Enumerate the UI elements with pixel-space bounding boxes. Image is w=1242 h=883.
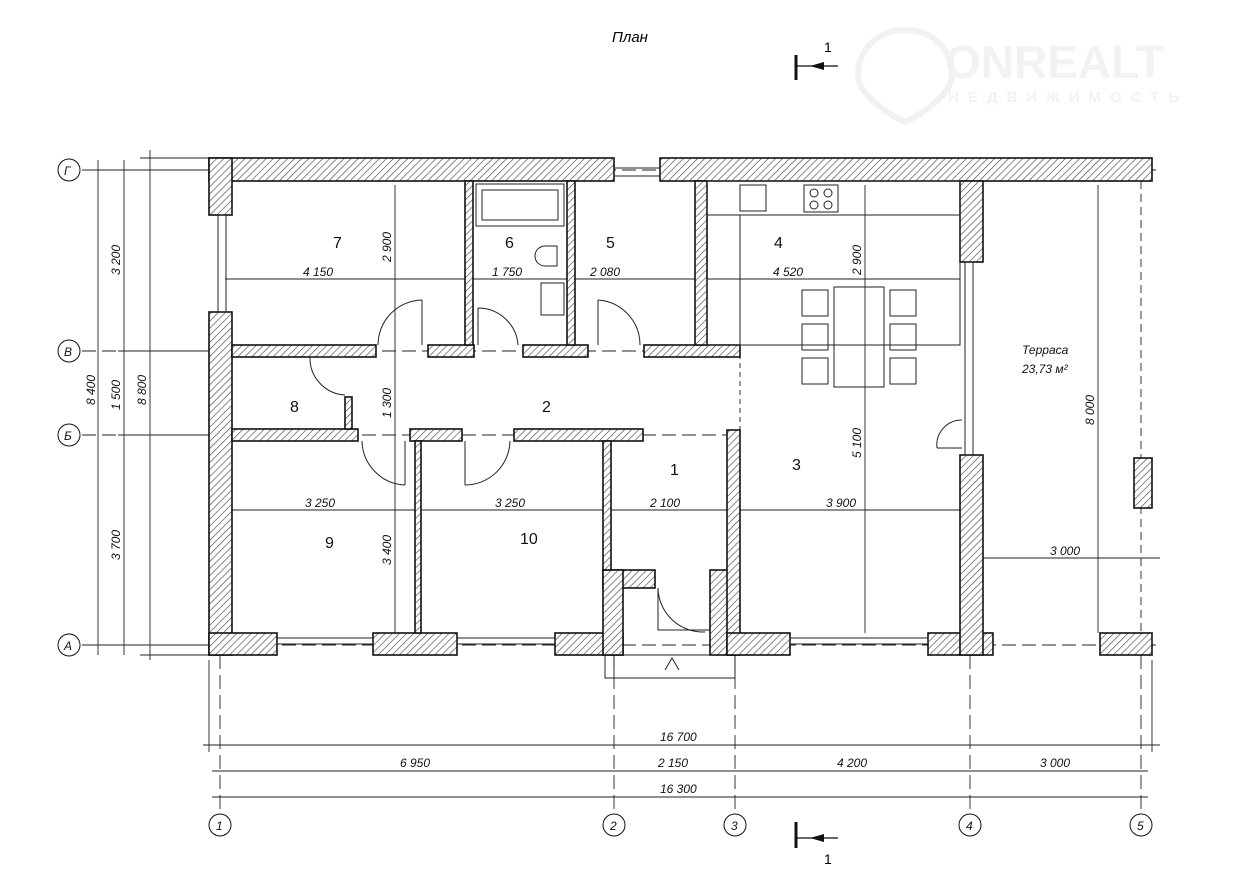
svg-text:1: 1 bbox=[824, 39, 832, 55]
bottom-dimensions: 16 700 6 950 2 150 4 200 3 000 16 300 bbox=[203, 660, 1160, 798]
axis-label-4: 4 bbox=[966, 819, 973, 833]
section-mark-bottom: 1 bbox=[794, 822, 838, 867]
svg-text:16 700: 16 700 bbox=[660, 730, 697, 744]
left-dimensions: 3 200 1 500 3 700 8 400 8 800 bbox=[84, 150, 209, 660]
axis-label-v: В bbox=[64, 345, 72, 359]
svg-text:1 300: 1 300 bbox=[380, 388, 394, 418]
svg-text:2 100: 2 100 bbox=[649, 496, 680, 510]
axis-label-5: 5 bbox=[1137, 819, 1144, 833]
axis-label-2: 2 bbox=[609, 819, 617, 833]
interior-dimension-lines bbox=[225, 181, 1160, 679]
stove-icon bbox=[803, 184, 839, 213]
sink-icon bbox=[540, 282, 565, 316]
svg-text:3 400: 3 400 bbox=[380, 535, 394, 565]
room-3: 3 bbox=[792, 457, 801, 474]
room-dimensions: 4 150 1 750 2 080 4 520 2 900 2 900 1 30… bbox=[303, 232, 1097, 565]
room-7: 7 bbox=[333, 235, 342, 252]
axis-label-b: Б bbox=[64, 429, 72, 443]
svg-text:3 250: 3 250 bbox=[305, 496, 335, 510]
row-axis-markers: Г В Б А bbox=[57, 158, 81, 657]
svg-text:3 000: 3 000 bbox=[1040, 756, 1070, 770]
axis-label-a: А bbox=[63, 639, 72, 653]
col-axis-markers: 1 2 3 4 5 bbox=[208, 813, 1153, 837]
watermark-brand: ONREALT bbox=[945, 36, 1164, 88]
room-6: 6 bbox=[505, 235, 514, 252]
section-mark-top: 1 bbox=[794, 39, 838, 80]
room-labels: 1 2 3 4 5 6 7 8 9 10 Терраса 23,73 м² bbox=[290, 235, 1069, 552]
svg-text:3 700: 3 700 bbox=[109, 530, 123, 560]
svg-text:6 950: 6 950 bbox=[400, 756, 430, 770]
chair-icon bbox=[801, 357, 829, 385]
watermark-logo: ONREALT НЕДВИЖИМОСТЬ bbox=[854, 26, 1188, 126]
svg-text:1 500: 1 500 bbox=[109, 380, 123, 410]
chair-icon bbox=[889, 357, 917, 385]
windows-doors bbox=[217, 167, 974, 645]
room-5: 5 bbox=[606, 235, 615, 252]
fixtures bbox=[475, 183, 917, 388]
bathtub-icon bbox=[475, 183, 565, 227]
grid-axes bbox=[82, 169, 1160, 812]
svg-text:16 300: 16 300 bbox=[660, 782, 697, 796]
room-9: 9 bbox=[325, 535, 334, 552]
toilet-icon bbox=[534, 245, 558, 267]
room-4: 4 bbox=[774, 235, 783, 252]
room-1: 1 bbox=[670, 462, 679, 479]
chair-icon bbox=[801, 289, 829, 317]
svg-text:2 900: 2 900 bbox=[850, 245, 864, 276]
svg-text:8 000: 8 000 bbox=[1083, 395, 1097, 425]
room-8: 8 bbox=[290, 399, 299, 416]
room-10: 10 bbox=[520, 531, 538, 548]
svg-text:3 250: 3 250 bbox=[495, 496, 525, 510]
svg-text:5 100: 5 100 bbox=[850, 428, 864, 458]
room-2: 2 bbox=[542, 399, 551, 416]
svg-text:4 150: 4 150 bbox=[303, 265, 333, 279]
svg-text:1: 1 bbox=[824, 851, 832, 867]
axis-label-3: 3 bbox=[731, 819, 738, 833]
terrace-area: 23,73 м² bbox=[1021, 362, 1069, 376]
svg-text:2 900: 2 900 bbox=[380, 232, 394, 263]
svg-text:3 900: 3 900 bbox=[826, 496, 856, 510]
svg-text:3 000: 3 000 bbox=[1050, 544, 1080, 558]
svg-text:3 200: 3 200 bbox=[109, 245, 123, 275]
chair-icon bbox=[889, 323, 917, 351]
watermark-tagline: НЕДВИЖИМОСТЬ bbox=[948, 89, 1188, 106]
kitchen-sink-icon bbox=[739, 184, 767, 212]
walls bbox=[208, 157, 1153, 656]
axis-label-1: 1 bbox=[216, 819, 223, 833]
axis-label-g: Г bbox=[64, 164, 72, 178]
chair-icon bbox=[801, 323, 829, 351]
svg-text:8 400: 8 400 bbox=[84, 375, 98, 405]
svg-text:4 520: 4 520 bbox=[773, 265, 803, 279]
svg-text:2 150: 2 150 bbox=[657, 756, 688, 770]
svg-text:2 080: 2 080 bbox=[589, 265, 620, 279]
svg-text:8 800: 8 800 bbox=[135, 375, 149, 405]
dining-table-icon bbox=[833, 286, 885, 388]
chair-icon bbox=[889, 289, 917, 317]
svg-text:4 200: 4 200 bbox=[837, 756, 867, 770]
terrace-name: Терраса bbox=[1022, 343, 1069, 357]
plan-title: План bbox=[612, 29, 648, 46]
svg-text:1 750: 1 750 bbox=[492, 265, 522, 279]
